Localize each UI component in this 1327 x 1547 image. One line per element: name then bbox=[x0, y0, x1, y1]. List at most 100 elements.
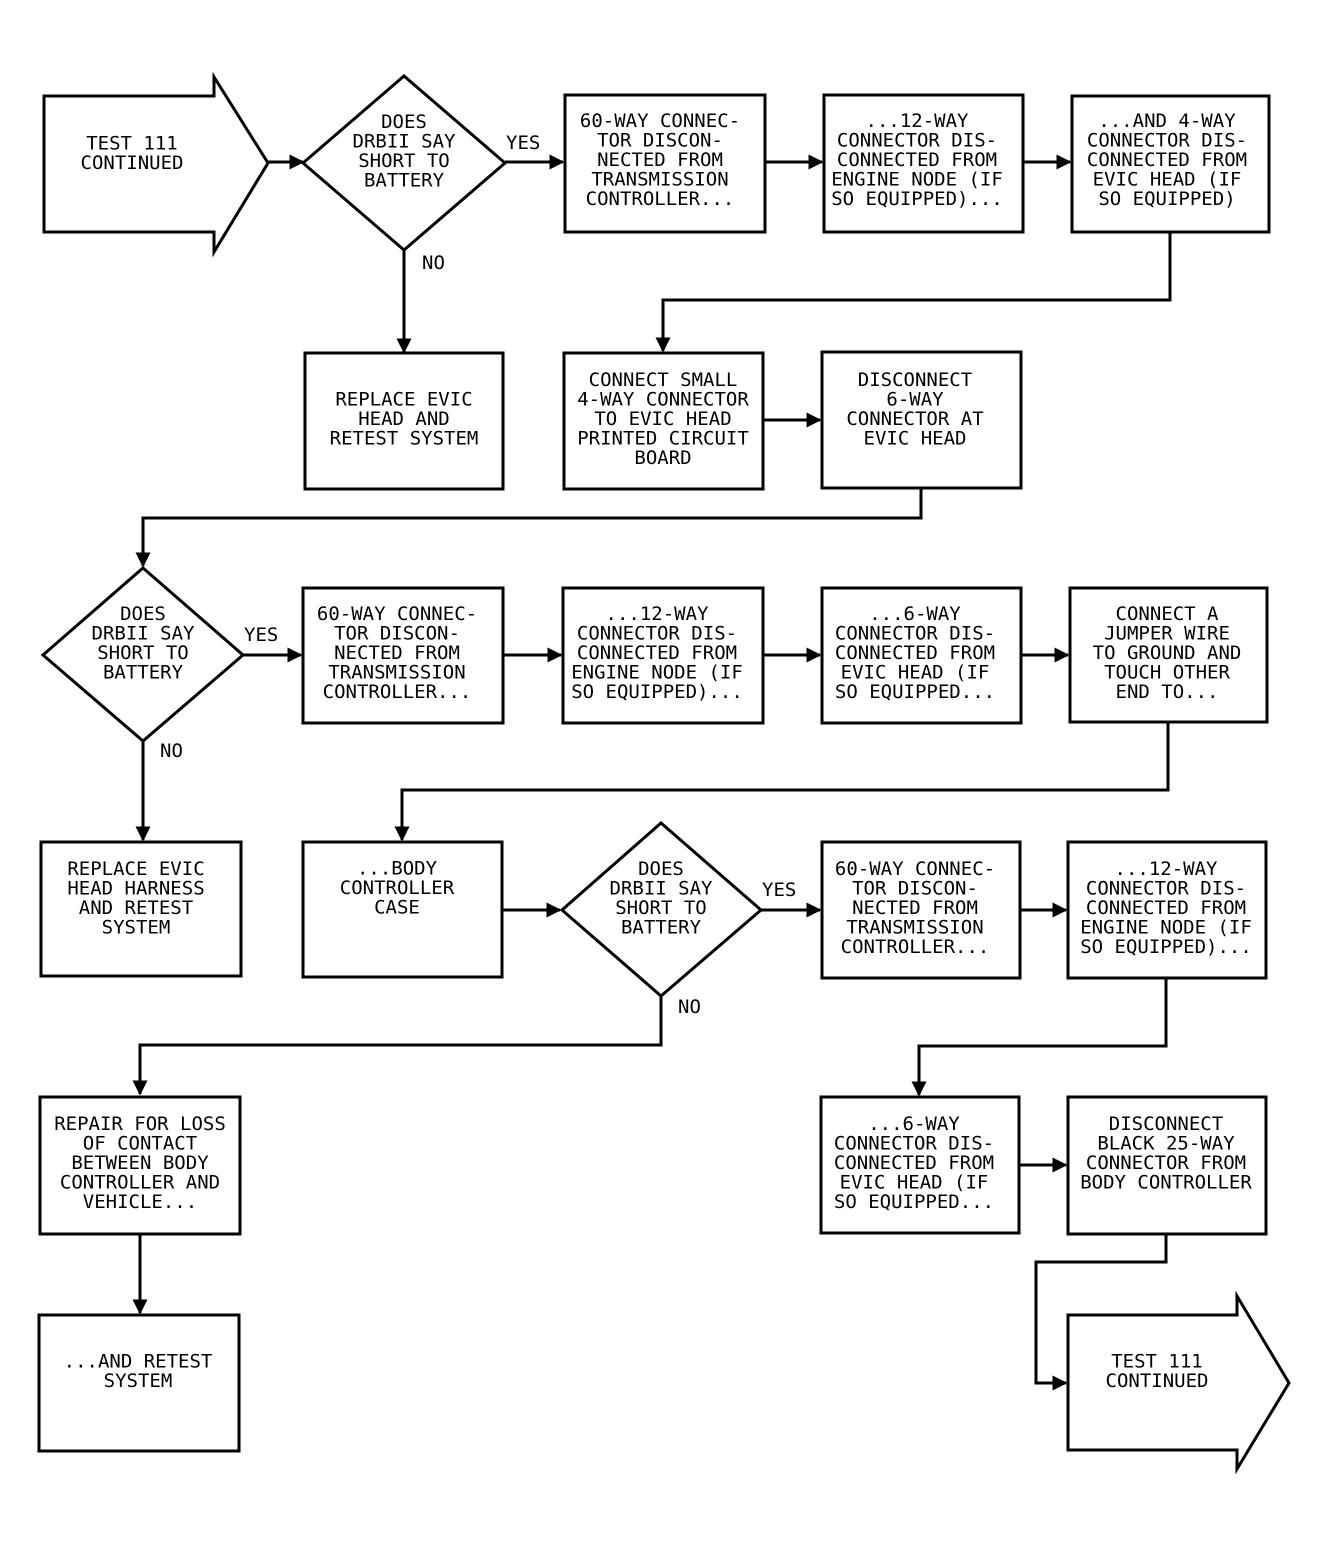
box-b3-shape bbox=[1070, 94, 1271, 234]
b13-line: ...6-WAY bbox=[868, 1113, 960, 1135]
b2-line: CONNECTED FROM bbox=[837, 149, 997, 171]
start_arrow-line: CONTINUED bbox=[81, 152, 184, 174]
r2-line: SYSTEM bbox=[102, 916, 171, 938]
r3-line: REPAIR FOR LOSS bbox=[54, 1113, 226, 1135]
b4-line: TO EVIC HEAD bbox=[594, 408, 731, 430]
box-b2-shape bbox=[822, 93, 1025, 234]
arrow-d3-no-to-r3 bbox=[132, 996, 663, 1096]
r2-line: HEAD HARNESS bbox=[67, 877, 204, 899]
b8-line: CONNECTOR DIS- bbox=[835, 623, 995, 645]
b1-line: 60-WAY CONNEC- bbox=[580, 110, 740, 132]
b12-line: ENGINE NODE (IF bbox=[1080, 917, 1252, 939]
b11-line: TOR DISCON- bbox=[852, 878, 978, 900]
b7-line: CONNECTOR DIS- bbox=[577, 623, 737, 645]
b6-line: TRANSMISSION bbox=[328, 662, 465, 684]
arrow-b5-to-d2 bbox=[135, 488, 923, 568]
end-arrow-shape bbox=[1066, 1290, 1291, 1475]
arrow-b14-to-end bbox=[1034, 1235, 1168, 1391]
decision-2-shape bbox=[40, 566, 246, 743]
r3-line: BETWEEN BODY bbox=[71, 1152, 209, 1174]
box-b7-shape bbox=[561, 586, 765, 725]
d3-yes-label: YES bbox=[762, 879, 796, 901]
b13-line: EVIC HEAD (IF bbox=[840, 1172, 989, 1194]
end_arrow-line: TEST 111 bbox=[1111, 1350, 1203, 1372]
b8-line: CONNECTED FROM bbox=[835, 642, 995, 664]
b9-line: TOUCH OTHER bbox=[1104, 662, 1230, 684]
b11-line: 60-WAY CONNEC- bbox=[835, 858, 995, 880]
b12-line: CONNECTOR DIS- bbox=[1086, 878, 1246, 900]
d1-yes-label: YES bbox=[506, 132, 540, 154]
b5-line: EVIC HEAD bbox=[864, 427, 967, 449]
d3-line: DRBII SAY bbox=[610, 877, 714, 899]
r3-line: VEHICLE... bbox=[83, 1191, 197, 1213]
b3-line: EVIC HEAD (IF bbox=[1093, 169, 1242, 191]
r2-line: AND RETEST bbox=[79, 897, 193, 919]
box-b13-shape bbox=[819, 1095, 1021, 1235]
b4-line: CONNECT SMALL bbox=[589, 369, 738, 391]
box-r3-shape bbox=[38, 1095, 242, 1236]
r1-line: REPLACE EVIC bbox=[335, 389, 472, 411]
arrow-b3-to-b4 bbox=[655, 232, 1172, 353]
box-b6-shape bbox=[301, 586, 505, 725]
b14-line: DISCONNECT bbox=[1109, 1113, 1223, 1135]
b5-line: CONNECTOR AT bbox=[846, 408, 983, 430]
b3-line: SO EQUIPPED) bbox=[1098, 188, 1235, 210]
b6-line: 60-WAY CONNEC- bbox=[317, 603, 477, 625]
box-b12-shape bbox=[1066, 840, 1268, 980]
b5-line: DISCONNECT bbox=[858, 369, 972, 391]
b12-line: CONNECTED FROM bbox=[1086, 897, 1246, 919]
b9-line: JUMPER WIRE bbox=[1104, 623, 1230, 645]
r1-line: RETEST SYSTEM bbox=[330, 428, 479, 450]
d1-line: DRBII SAY bbox=[353, 130, 457, 152]
shapes bbox=[37, 71, 1291, 1475]
b1-line: TOR DISCON- bbox=[597, 130, 723, 152]
r4-line: SYSTEM bbox=[104, 1370, 173, 1392]
box-r4-shape bbox=[37, 1313, 241, 1453]
b3-line: ...AND 4-WAY bbox=[1098, 110, 1236, 132]
r3-line: CONTROLLER AND bbox=[60, 1172, 220, 1194]
b9-line: CONNECT A bbox=[1116, 603, 1220, 625]
box-b14-shape bbox=[1066, 1095, 1268, 1236]
d3-line: BATTERY bbox=[621, 916, 702, 938]
b1-line: NECTED FROM bbox=[597, 149, 723, 171]
b3-line: CONNECTOR DIS- bbox=[1087, 130, 1247, 152]
d1-line: BATTERY bbox=[364, 169, 445, 191]
b9-line: END TO... bbox=[1116, 681, 1219, 703]
b13-line: CONNECTED FROM bbox=[834, 1152, 994, 1174]
decision-1-shape bbox=[300, 74, 508, 252]
b3-line: CONNECTED FROM bbox=[1087, 149, 1247, 171]
box-b8-shape bbox=[820, 586, 1023, 725]
b6-line: TOR DISCON- bbox=[334, 623, 460, 645]
b4-line: PRINTED CIRCUIT bbox=[577, 428, 749, 450]
connectors bbox=[132, 154, 1172, 1391]
b11-line: CONTROLLER... bbox=[841, 936, 990, 958]
r1-line: HEAD AND bbox=[358, 408, 450, 430]
box-b1-shape bbox=[563, 93, 767, 234]
start_arrow-line: TEST 111 bbox=[86, 132, 178, 154]
d1-no-label: NO bbox=[422, 252, 445, 274]
b13-line: SO EQUIPPED... bbox=[834, 1191, 994, 1213]
b10-line: ...BODY bbox=[357, 858, 438, 880]
b2-line: SO EQUIPPED)... bbox=[831, 188, 1003, 210]
box-r1-shape bbox=[303, 351, 505, 491]
b10-line: CONTROLLER bbox=[340, 877, 455, 899]
branch-labels: YES NO YES NO YES NO bbox=[160, 132, 796, 1018]
b8-line: SO EQUIPPED... bbox=[835, 681, 995, 703]
